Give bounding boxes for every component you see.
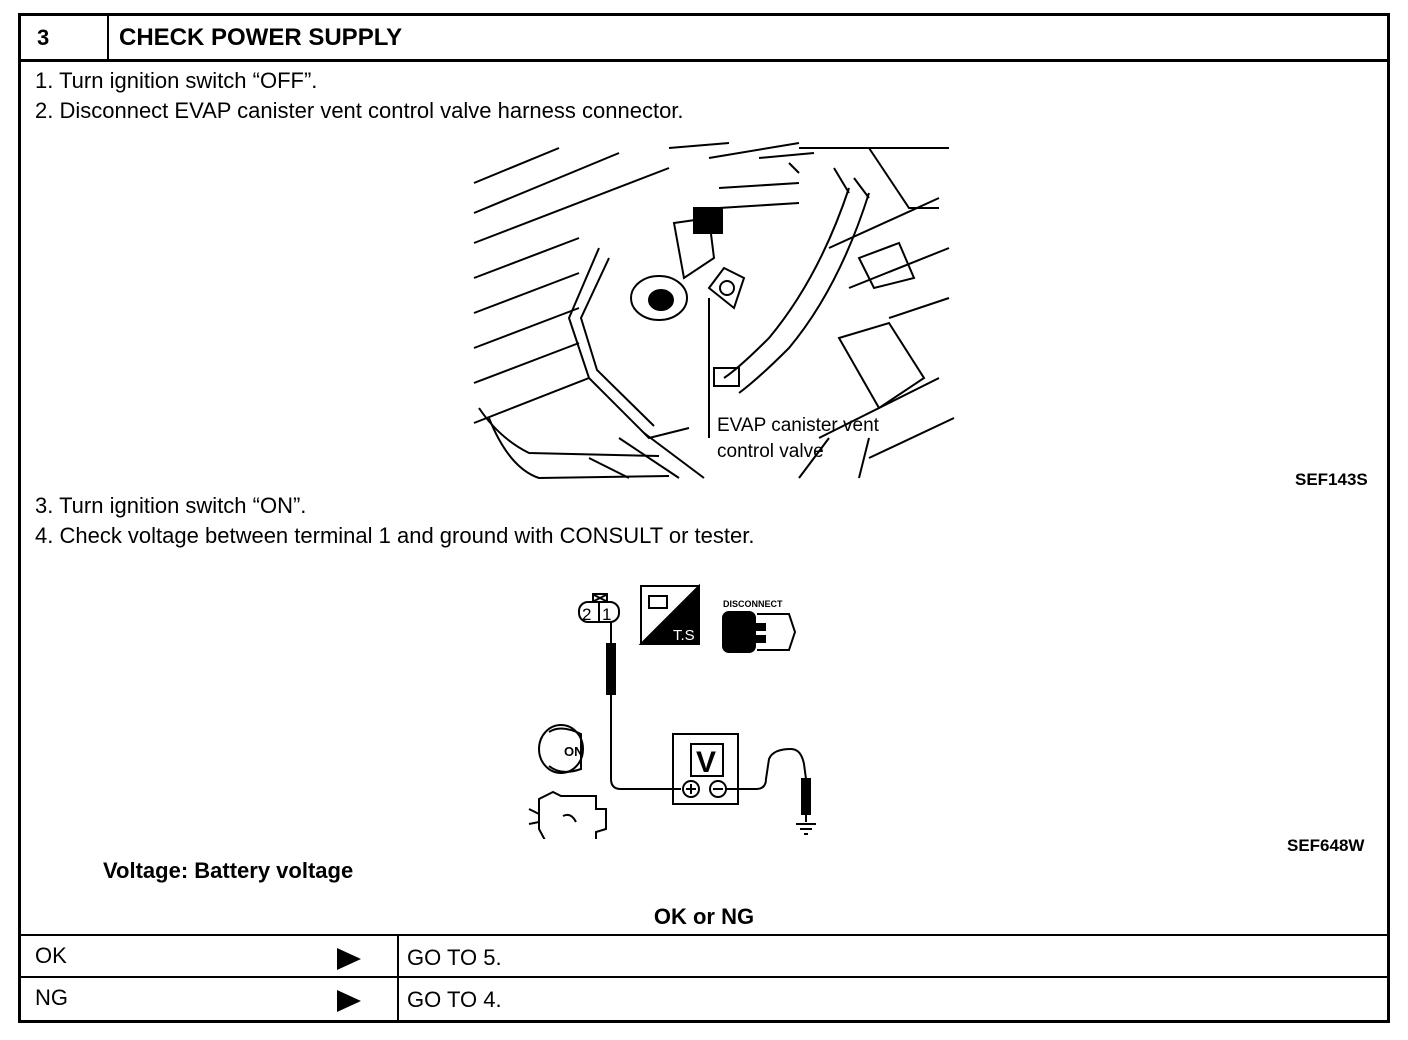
disconnect-label: DISCONNECT — [723, 599, 783, 609]
engine-icon — [528, 790, 607, 839]
voltmeter-label: V — [696, 746, 716, 779]
procedure-box: 3 CHECK POWER SUPPLY 1. Turn ignition sw… — [18, 13, 1390, 1023]
result-label-ng: NG — [35, 985, 68, 1010]
step-number: 3 — [21, 16, 109, 59]
connector-pin-2: 2 — [582, 605, 591, 624]
ts-label: T.S — [673, 627, 695, 644]
figure1-code: SEF143S — [1295, 470, 1368, 489]
voltage-check-diagram: 2 1 T.S DISCONNECT V ON — [528, 583, 816, 839]
result-label-ok: OK — [35, 943, 67, 968]
instruction-step-1: 1. Turn ignition switch “OFF”. — [35, 68, 318, 93]
arrow-right-icon — [337, 990, 361, 1012]
ground-symbol-icon — [796, 823, 816, 835]
disconnect-icon — [722, 611, 797, 653]
column-divider — [397, 936, 399, 976]
arrow-right-icon — [337, 948, 361, 970]
step-title: CHECK POWER SUPPLY — [119, 24, 403, 51]
instruction-step-4: 4. Check voltage between terminal 1 and … — [35, 523, 755, 548]
voltage-specification: Voltage: Battery voltage — [103, 858, 354, 883]
ok-or-ng-heading: OK or NG — [21, 886, 1387, 936]
step-header: 3 CHECK POWER SUPPLY — [21, 16, 1387, 62]
figure2-code: SEF648W — [1287, 836, 1365, 855]
voltmeter-icon — [672, 733, 739, 805]
ignition-key-on-icon — [538, 724, 584, 774]
valve-callout-line1: EVAP canister vent — [717, 415, 880, 436]
valve-callout-line2: control valve — [717, 441, 824, 462]
ignition-on-label: ON — [564, 744, 584, 759]
evap-valve-location-figure: EVAP canister vent control valve — [473, 142, 955, 480]
result-row-ok: OK GO TO 5. — [21, 936, 1387, 978]
result-action-ok: GO TO 5. — [407, 945, 502, 970]
ts-icon — [638, 583, 700, 645]
result-row-ng: NG GO TO 4. — [21, 978, 1387, 1020]
instruction-step-3: 3. Turn ignition switch “ON”. — [35, 493, 307, 518]
column-divider — [397, 978, 399, 1020]
connector-pin-1: 1 — [602, 605, 611, 624]
harness-connector-icon — [578, 593, 620, 623]
instruction-step-2: 2. Disconnect EVAP canister vent control… — [35, 98, 684, 123]
result-action-ng: GO TO 4. — [407, 987, 502, 1012]
